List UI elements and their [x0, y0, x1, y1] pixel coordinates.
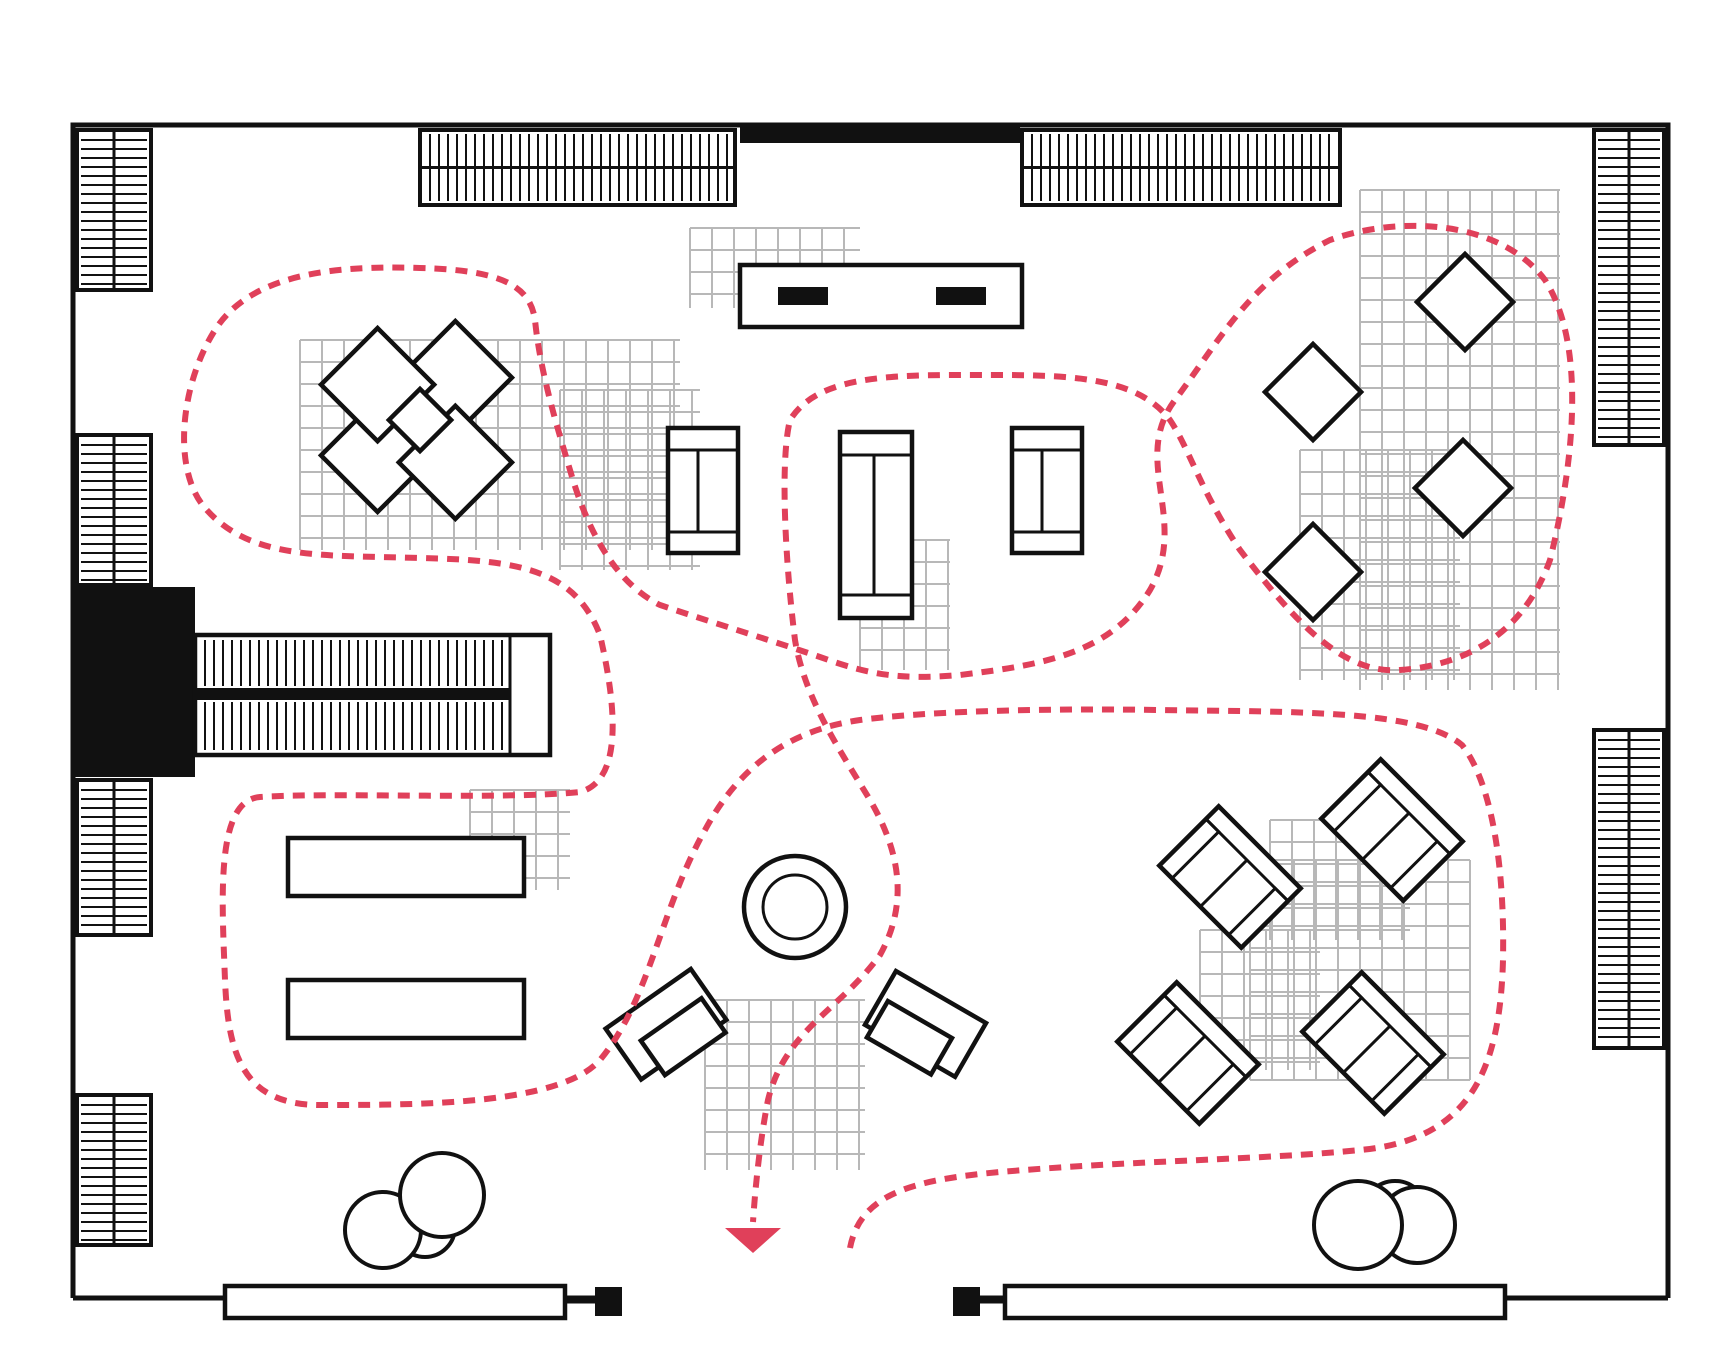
entrance-benches — [222, 1283, 1508, 1321]
center-tables — [665, 425, 1085, 621]
route-arrowhead — [725, 1228, 781, 1253]
long-display-tables — [285, 835, 527, 1041]
perimeter-shelving — [75, 128, 1666, 1247]
back-display-counter — [737, 262, 1025, 330]
right-diamond-displays — [1261, 250, 1517, 624]
sofa — [1114, 979, 1262, 1127]
planters — [343, 1151, 1457, 1271]
wall-shelf-unit — [1592, 128, 1666, 447]
sofa — [1156, 803, 1304, 951]
wall-shelf-unit — [1592, 728, 1666, 1050]
sofa-seating — [1114, 756, 1466, 1127]
wall-shelf-unit — [75, 128, 153, 292]
round-display — [741, 853, 849, 961]
wall-shelf-unit — [1020, 128, 1342, 207]
wall-shelf-unit — [75, 778, 153, 937]
diamond-display-cluster — [317, 317, 516, 523]
wall-shelf-unit — [418, 128, 737, 207]
lounge-chairs — [602, 965, 990, 1083]
wall-shelf-unit — [75, 433, 153, 587]
central-gondola-shelving — [73, 587, 553, 777]
sofa — [1299, 969, 1447, 1117]
wall-shelf-unit — [75, 1093, 153, 1247]
floor-texture-grid — [704, 999, 865, 1170]
customer-flow-route — [181, 222, 1576, 1253]
sofa — [1318, 756, 1466, 904]
